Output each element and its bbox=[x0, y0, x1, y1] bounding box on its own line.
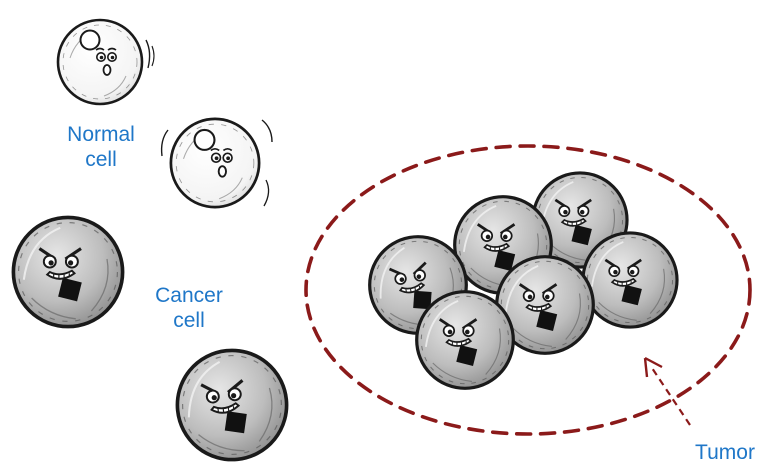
cancer-label-line2: cell bbox=[130, 308, 248, 333]
normal-cell bbox=[58, 20, 154, 104]
normal-label-line2: cell bbox=[42, 147, 160, 172]
cancer-cell bbox=[13, 217, 122, 326]
cancer-label-line1: Cancer bbox=[130, 283, 248, 308]
normal-cell bbox=[162, 119, 272, 207]
normal-cell-label: Normal cell bbox=[42, 122, 160, 172]
tumor-cell-cluster bbox=[362, 173, 677, 388]
tumor-label-text: Tumor bbox=[680, 440, 770, 465]
tumor-label: Tumor bbox=[680, 440, 770, 465]
normal-label-line1: Normal bbox=[42, 122, 160, 147]
cancer-cell bbox=[172, 345, 292, 465]
cancer-cell-label: Cancer cell bbox=[130, 283, 248, 333]
